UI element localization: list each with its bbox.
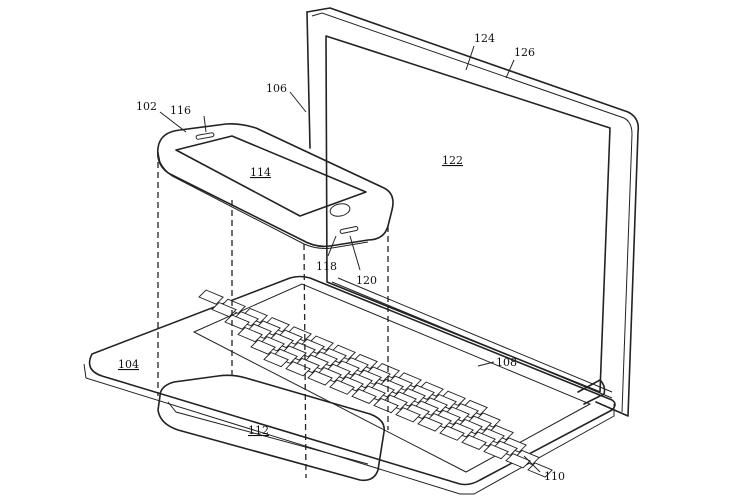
ref-screen-assembly: 106 (266, 82, 287, 95)
ref-trackpad-cavity: 112 (248, 424, 269, 437)
speaker-slot (195, 132, 215, 140)
ref-phone: 102 (136, 100, 157, 113)
keyboard-key (373, 397, 399, 414)
keyboard-key (329, 379, 355, 395)
keyboard-key (198, 289, 224, 305)
keyboard-key (395, 407, 421, 423)
ref-base: 104 (118, 358, 139, 371)
projection-lines (157, 152, 389, 479)
keyboard-key (483, 443, 509, 460)
ref-connector: 120 (356, 274, 377, 287)
phone (156, 123, 394, 249)
ref-phone-display: 114 (250, 166, 271, 179)
ref-base-edge: 110 (544, 470, 565, 483)
ref-speaker: 116 (170, 104, 191, 117)
trackpad-cavity (157, 374, 386, 482)
keyboard-key (224, 314, 250, 330)
display-area (325, 35, 611, 393)
connector-port (339, 226, 359, 234)
keyboard-keys (198, 289, 553, 478)
ref-camera: 124 (474, 32, 495, 45)
keyboard-key (351, 388, 377, 405)
keyboard-key (417, 416, 443, 432)
keyboard-key (263, 351, 289, 368)
keyboard-recess (192, 283, 592, 473)
keyboard-key (211, 301, 237, 318)
laptop-lid (306, 7, 640, 417)
hinge (331, 281, 613, 399)
leader-lines (159, 45, 541, 473)
ref-home-button: 118 (316, 260, 337, 273)
keyboard-key (307, 370, 333, 386)
home-button (329, 203, 351, 217)
laptop-base (83, 275, 616, 495)
ref-display: 122 (442, 154, 463, 167)
ref-bezel: 126 (514, 46, 535, 59)
keyboard-key (505, 453, 531, 469)
keyboard-key (237, 326, 263, 343)
keyboard-key (250, 339, 276, 355)
keyboard-key (461, 434, 487, 451)
ref-keyboard: 108 (496, 356, 517, 369)
keyboard-key (439, 425, 465, 441)
phone-display (175, 135, 367, 217)
